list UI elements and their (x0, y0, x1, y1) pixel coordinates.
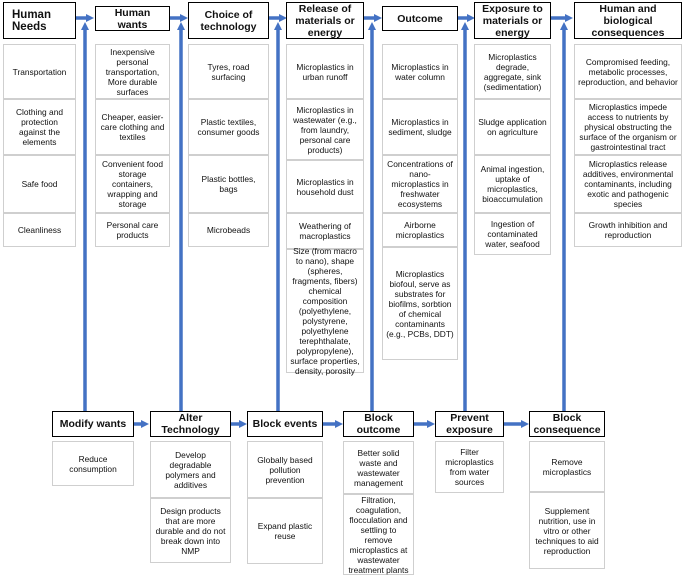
cell-text: Develop degradable polymers and additive… (165, 449, 216, 490)
cell-text: Cleanliness (17, 225, 62, 235)
cell-release-2: Microplastics in household dust (286, 160, 364, 213)
cell-block-events-1: Expand plastic reuse (247, 498, 323, 564)
cell-block-consequence-1: Supplement nutrition, use in vitro or ot… (529, 492, 605, 569)
cell-text: Reduce consumption (69, 453, 117, 474)
cell-text: Microplastics impede access to nutrients… (579, 102, 677, 152)
cell-release-3: Weathering of macroplastics (286, 213, 364, 249)
cell-text: Microplastics release additives, environ… (582, 159, 674, 209)
cell-consequence-2: Microplastics release additives, environ… (574, 155, 682, 213)
cell-human-wants-0: Inexpensive personal transportation, Mor… (95, 44, 170, 99)
cell-consequence-1: Microplastics impede access to nutrients… (574, 99, 682, 155)
cell-text: Ingestion of contaminated water, seafood (485, 219, 540, 249)
cell-text: Transportation (12, 66, 67, 77)
cell-text: Tyres, road surfacing (207, 61, 250, 82)
cell-exposure-0: Microplastics degrade, aggregate, sink (… (474, 44, 551, 99)
cell-text: Personal care products (106, 220, 159, 240)
cell-human-needs-3: Cleanliness (3, 213, 76, 247)
cell-text: Inexpensive personal transportation, Mor… (105, 46, 160, 97)
cell-block-outcome-1: Filtration, coagulation, flocculation an… (343, 494, 414, 575)
cell-release-0: Microplastics in urban runoff (286, 44, 364, 99)
cell-outcome-2: Concentrations of nano-microplastics in … (382, 155, 458, 213)
cell-outcome-3: Airborne microplastics (382, 213, 458, 247)
cell-text: Compromised feeding, metabolic processes… (578, 56, 678, 87)
cell-technology-3: Microbeads (188, 213, 269, 247)
header-release-of-materials: Release of materials or energy (286, 2, 364, 39)
header-block-events: Block events (247, 411, 323, 437)
cell-outcome-0: Microplastics in water column (382, 44, 458, 99)
cell-text: Clothing and protection against the elem… (15, 107, 64, 147)
cell-text: Weathering of macroplastics (299, 221, 351, 241)
cell-text: Concentrations of nano-microplastics in … (387, 159, 453, 209)
header-human-wants: Human wants (95, 6, 170, 31)
cell-text: Plastic textiles, consumer goods (197, 117, 260, 137)
cell-technology-2: Plastic bottles, bags (188, 155, 269, 213)
cell-text: Microplastics biofoul, serve as substrat… (386, 268, 454, 339)
header-human-needs: Human Needs (3, 2, 76, 39)
cell-technology-0: Tyres, road surfacing (188, 44, 269, 99)
cell-release-4: Size (from macro to nano), shape (sphere… (286, 246, 364, 376)
header-alter-technology: Alter Technology (150, 411, 231, 437)
cell-text: Filter microplastics from water sources (445, 447, 494, 487)
cell-text: Remove microplastics (542, 456, 592, 477)
header-prevent-exposure: Prevent exposure (435, 411, 504, 437)
cell-alter-technology-1: Design products that are more durable an… (150, 498, 231, 563)
cell-human-needs-1: Clothing and protection against the elem… (3, 99, 76, 155)
cell-text: Globally based pollution prevention (257, 454, 313, 485)
cell-text: Microplastics in wastewater (e.g., from … (293, 104, 357, 155)
cell-text: Microplastics in water column (391, 61, 449, 82)
cell-text: Filtration, coagulation, flocculation an… (348, 494, 409, 575)
cell-text: Size (from macro to nano), shape (sphere… (290, 246, 360, 376)
header-human-biological-consequences: Human and biological consequences (574, 2, 682, 39)
cell-prevent-exposure-0: Filter microplastics from water sources (435, 441, 504, 493)
cell-technology-1: Plastic textiles, consumer goods (188, 99, 269, 155)
header-block-consequence: Block consequence (529, 411, 605, 437)
cell-text: Convenient food storage containers, wrap… (102, 159, 163, 209)
cell-consequence-3: Growth inhibition and reproduction (574, 213, 682, 247)
cell-human-wants-3: Personal care products (95, 213, 170, 247)
cell-text: Plastic bottles, bags (201, 174, 256, 194)
header-block-outcome: Block outcome (343, 411, 414, 437)
cell-text: Microplastics in urban runoff (296, 61, 354, 82)
cell-release-1: Microplastics in wastewater (e.g., from … (286, 99, 364, 160)
cell-text: Better solid waste and wastewater manage… (354, 447, 403, 488)
cell-text: Sludge application on agriculture (478, 117, 547, 137)
cell-text: Microplastics in household dust (296, 176, 354, 197)
cell-human-needs-0: Transportation (3, 44, 76, 99)
cell-block-consequence-0: Remove microplastics (529, 441, 605, 492)
cell-text: Airborne microplastics (395, 220, 445, 240)
cell-outcome-1: Microplastics in sediment, sludge (382, 99, 458, 155)
header-outcome: Outcome (382, 6, 458, 31)
cell-exposure-1: Sludge application on agriculture (474, 99, 551, 155)
cell-text: Microbeads (206, 225, 251, 235)
cell-block-events-0: Globally based pollution prevention (247, 441, 323, 498)
cell-text: Cheaper, easier-care clothing and textil… (100, 112, 165, 142)
cell-exposure-3: Ingestion of contaminated water, seafood (474, 213, 551, 255)
cell-modify-wants-0: Reduce consumption (52, 441, 134, 486)
cell-human-needs-2: Safe food (3, 155, 76, 213)
cell-human-wants-1: Cheaper, easier-care clothing and textil… (95, 99, 170, 155)
cell-consequence-0: Compromised feeding, metabolic processes… (574, 44, 682, 99)
cell-text: Microplastics in sediment, sludge (388, 117, 452, 137)
cell-text: Supplement nutrition, use in vitro or ot… (535, 505, 599, 556)
cell-human-wants-2: Convenient food storage containers, wrap… (95, 155, 170, 213)
cell-text: Animal ingestion, uptake of microplastic… (480, 164, 545, 204)
header-modify-wants: Modify wants (52, 411, 134, 437)
cell-exposure-2: Animal ingestion, uptake of microplastic… (474, 155, 551, 213)
cell-alter-technology-0: Develop degradable polymers and additive… (150, 441, 231, 498)
cell-text: Safe food (21, 179, 58, 189)
cell-text: Design products that are more durable an… (155, 505, 226, 556)
cell-text: Expand plastic reuse (257, 521, 313, 541)
cell-block-outcome-0: Better solid waste and wastewater manage… (343, 441, 414, 494)
cell-outcome-4: Microplastics biofoul, serve as substrat… (382, 247, 458, 360)
header-exposure: Exposure to materials or energy (474, 2, 551, 39)
cell-text: Microplastics degrade, aggregate, sink (… (483, 51, 542, 92)
header-choice-of-technology: Choice of technology (188, 2, 269, 39)
cell-text: Growth inhibition and reproduction (588, 220, 668, 240)
